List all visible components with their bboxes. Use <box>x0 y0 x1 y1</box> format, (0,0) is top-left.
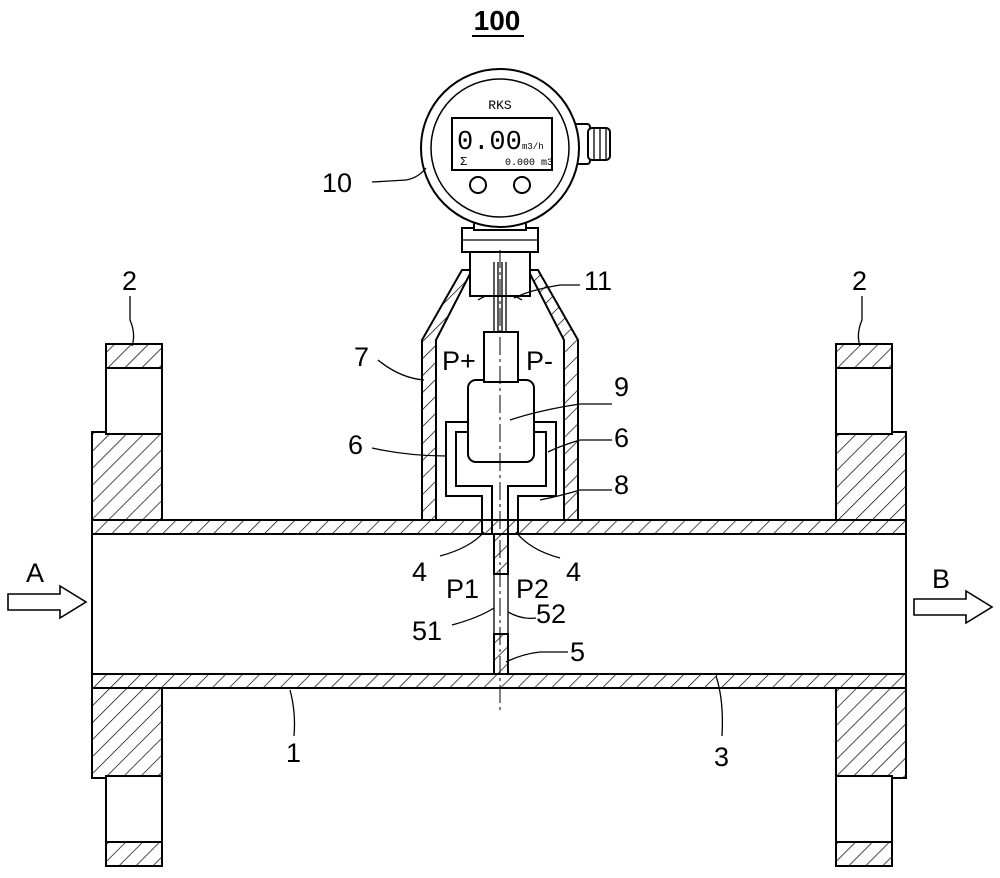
callout-6-right: 6 <box>614 423 629 453</box>
callout-5: 5 <box>570 637 585 667</box>
lcd-screen <box>451 117 553 171</box>
label-p2: P2 <box>516 574 549 604</box>
label-p-high: P+ <box>442 346 476 376</box>
callout-2-right: 2 <box>852 266 867 296</box>
meter-button-left <box>469 176 487 194</box>
callout-52: 52 <box>536 599 566 629</box>
label-p1: P1 <box>446 574 479 604</box>
callout-6-left: 6 <box>348 430 363 460</box>
callout-1: 1 <box>286 738 301 768</box>
callout-8: 8 <box>614 470 629 500</box>
callout-4-right: 4 <box>566 557 581 587</box>
orifice-plate <box>493 533 509 675</box>
outlet-arrow <box>913 589 994 625</box>
callout-3: 3 <box>714 742 729 772</box>
figure-number: 100 <box>474 5 521 36</box>
meter-brand: RKS <box>488 98 512 113</box>
callout-51: 51 <box>412 616 442 646</box>
meter-button-right <box>513 176 531 194</box>
label-outlet-b: B <box>932 564 950 594</box>
callout-4-left: 4 <box>412 557 427 587</box>
meter-flow-value: 0.00 <box>457 128 522 158</box>
transmitter-head <box>420 68 611 228</box>
meter-flow-unit: m3/h <box>522 142 544 152</box>
callout-7: 7 <box>354 342 369 372</box>
meter-total-value: 0.000 m3 <box>505 158 553 169</box>
label-p-low: P- <box>526 346 553 376</box>
callout-9: 9 <box>614 372 629 402</box>
label-inlet-a: A <box>26 558 44 588</box>
callout-11: 11 <box>584 266 612 296</box>
sensor-body <box>467 379 535 463</box>
sensor-stem <box>483 331 519 383</box>
callout-10: 10 <box>322 168 352 198</box>
leader-lines <box>129 167 863 737</box>
callout-2-left: 2 <box>122 266 137 296</box>
meter-total-symbol: Σ <box>460 155 467 169</box>
inlet-arrow <box>7 584 88 620</box>
flange-right <box>835 343 907 867</box>
